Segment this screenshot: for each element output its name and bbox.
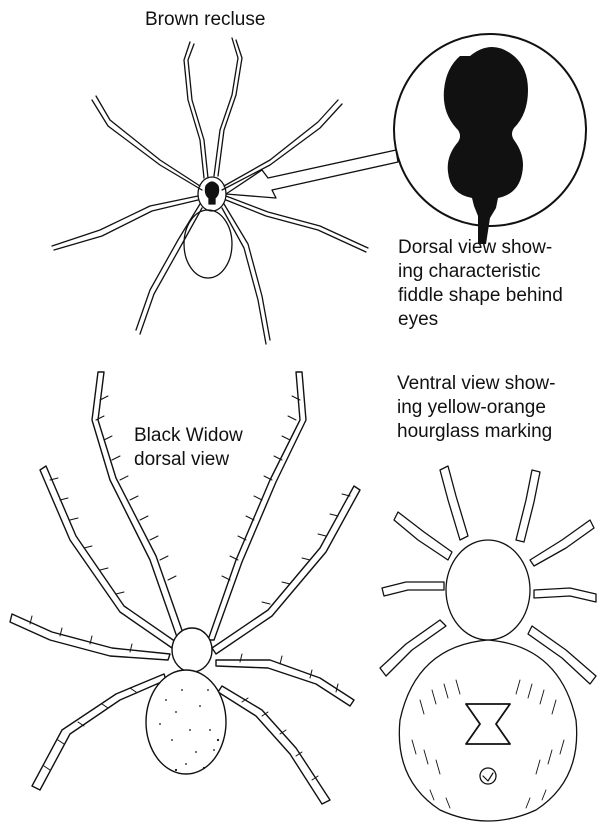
brown-recluse-drawing bbox=[52, 38, 398, 344]
caption-line: Dorsal view show- bbox=[398, 236, 563, 260]
label-line: dorsal view bbox=[134, 448, 243, 472]
black-widow-cephalothorax bbox=[172, 628, 212, 672]
black-widow-abdomen bbox=[146, 670, 226, 774]
brown-recluse-fiddle-mark bbox=[205, 182, 218, 204]
caption-line: eyes bbox=[398, 308, 563, 332]
fiddle-closeup bbox=[394, 34, 586, 244]
caption-line: ing characteristic bbox=[398, 260, 563, 284]
ventral-cephalothorax bbox=[446, 540, 530, 640]
black-widow-label: Black Widow dorsal view bbox=[134, 424, 243, 472]
caption-line: hourglass marking bbox=[397, 420, 555, 444]
dorsal-view-caption: Dorsal view show- ing characteristic fid… bbox=[398, 236, 563, 332]
caption-line: Ventral view show- bbox=[397, 372, 555, 396]
caption-line: ing yellow-orange bbox=[397, 396, 555, 420]
label-line: Black Widow bbox=[134, 424, 243, 448]
ventral-view-caption: Ventral view show- ing yellow-orange hou… bbox=[397, 372, 555, 444]
brown-recluse-title: Brown recluse bbox=[145, 8, 265, 32]
black-widow-ventral-drawing bbox=[380, 466, 596, 821]
caption-line: fiddle shape behind bbox=[398, 284, 563, 308]
brown-recluse-abdomen bbox=[184, 210, 232, 278]
